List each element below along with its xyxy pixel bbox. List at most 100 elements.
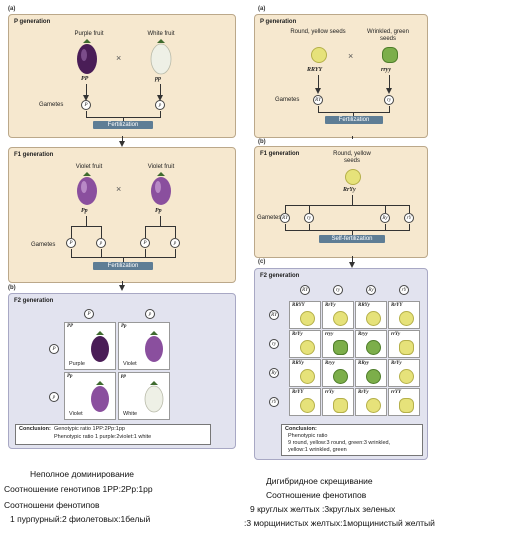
cell-genotype: pp — [121, 374, 126, 379]
cell-genotype: PP — [67, 324, 74, 329]
parent2-genotype: pp — [155, 76, 161, 82]
parent1-genotype: Pp — [81, 208, 88, 214]
violet-eggplant-icon — [91, 381, 109, 412]
violet-eggplant-icon — [145, 331, 163, 362]
round-yellow-pea-icon — [366, 311, 381, 326]
gamete-circle: p — [96, 238, 106, 248]
caption-right-ratio2: :3 морщинистых желтых:1морщинистый желты… — [244, 518, 435, 528]
gamete-circle: p — [49, 392, 59, 402]
round-yellow-pea-icon — [300, 311, 315, 326]
purple-eggplant-icon — [91, 331, 109, 362]
round-yellow-pea-icon — [366, 398, 381, 413]
caption-left-title: Неполное доминирование — [30, 469, 134, 479]
conclusion-title: Conclusion: — [19, 426, 51, 432]
white-eggplant-icon — [150, 39, 172, 75]
label-c-right: (c) — [258, 259, 266, 265]
wrinkled-yellow-pea-icon — [399, 398, 414, 413]
gamete-circle: P — [49, 344, 59, 354]
punnett-cell: Rryy — [355, 330, 387, 358]
parent-genotype: RrYy — [343, 187, 356, 193]
cell-genotype: RRYy — [358, 303, 370, 308]
punnett-cell: pp White — [118, 372, 170, 420]
gamete-circle: ry — [269, 339, 279, 349]
punnett-cell: RRYY — [289, 301, 321, 329]
wrinkled-green-pea-icon — [333, 340, 348, 355]
gamete-circle: RY — [313, 95, 323, 105]
cell-genotype: RrYy — [325, 303, 336, 308]
caption-left-genotypes: Соотношение генотипов 1PP:2Pp:1pp — [4, 484, 153, 494]
gamete-circle: rY — [404, 213, 414, 223]
cell-genotype: RrYY — [292, 390, 304, 395]
conclusion-phenotypic: Phenotypic ratio — [288, 433, 328, 439]
gamete-circle: p — [145, 309, 155, 319]
panel-title: F1 generation — [260, 151, 300, 157]
gamete-circle: Ry — [380, 213, 390, 223]
round-yellow-pea-icon — [300, 369, 315, 384]
cell-genotype: rryy — [325, 332, 334, 337]
punnett-cell: Pp Violet — [118, 322, 170, 370]
conclusion-box: Conclusion: Phenotypic ratio 9 round, ye… — [281, 424, 423, 456]
caption-left-phenotypes: Соотношени фенотипов — [4, 500, 100, 510]
punnett-cell: RRYy — [355, 301, 387, 329]
wrinkled-yellow-pea-icon — [399, 340, 414, 355]
cross-symbol: × — [348, 51, 354, 61]
parent1-label: Purple fruit — [74, 31, 104, 37]
gametes-label: Gametes — [31, 242, 56, 248]
conclusion-ratio-line2: yellow:1 wrinkled, green — [288, 447, 347, 453]
round-yellow-pea-icon — [399, 369, 414, 384]
f1-generation-panel: F1 generation Round, yellow seeds RrYy G… — [254, 146, 428, 258]
punnett-cell: Pp Violet — [64, 372, 116, 420]
parent2-label: Wrinkled, green seeds — [367, 29, 409, 42]
parent2-genotype: Pp — [155, 208, 162, 214]
panel-title: F2 generation — [14, 298, 54, 304]
fertilization-bar: Fertilization — [93, 121, 153, 129]
cell-phenotype: Violet — [123, 361, 137, 367]
round-green-pea-icon — [366, 369, 381, 384]
punnett-cell: RrYY — [289, 388, 321, 416]
gametes-label: Gametes — [39, 102, 64, 108]
parent2-label: White fruit — [147, 31, 175, 37]
parent2-genotype: rryy — [381, 67, 391, 73]
round-yellow-pea-icon — [333, 311, 348, 326]
punnett-cell: rrYY — [388, 388, 420, 416]
punnett-cell: Rryy — [322, 359, 354, 387]
punnett-cell: rrYy — [388, 330, 420, 358]
gamete-circle: ry — [304, 213, 314, 223]
cell-genotype: RRyy — [358, 361, 370, 366]
cell-genotype: rrYY — [391, 390, 401, 395]
conclusion-ratio-line1: 9 round, yellow:3 round, green:3 wrinkle… — [288, 440, 391, 446]
violet-eggplant-icon — [77, 172, 97, 205]
white-eggplant-icon — [144, 381, 164, 413]
gamete-circle: P — [66, 238, 76, 248]
cell-genotype: Pp — [67, 374, 73, 379]
parent2-label: Violet fruit — [147, 164, 175, 170]
label-a-left: (a) — [8, 6, 16, 12]
panel-title: P generation — [260, 19, 297, 25]
punnett-cell: RRYy — [289, 359, 321, 387]
punnett-cell: RRyy — [355, 359, 387, 387]
green-wrinkled-pea-icon — [382, 47, 398, 63]
self-fertilization-bar: Self-fertilization — [319, 235, 385, 243]
conclusion-title: Conclusion: — [285, 426, 317, 432]
gamete-circle: Ry — [269, 368, 279, 378]
purple-eggplant-icon — [77, 39, 97, 74]
parent1-genotype: PP — [81, 76, 89, 82]
cell-genotype: rrYy — [325, 390, 335, 395]
gamete-circle: RY — [269, 310, 279, 320]
cross-symbol: × — [116, 184, 122, 194]
round-green-pea-icon — [366, 340, 381, 355]
parent1-genotype: RRYY — [307, 67, 323, 73]
punnett-cell: RrYY — [388, 301, 420, 329]
gamete-circle: rY — [399, 285, 409, 295]
cell-phenotype: Violet — [69, 411, 83, 417]
gamete-circle: P — [140, 238, 150, 248]
gamete-circle: Ry — [366, 285, 376, 295]
gamete-circle: rY — [269, 397, 279, 407]
caption-right-phenotypes: Соотношение фенотипов — [266, 490, 367, 500]
punnett-cell: RrYy — [322, 301, 354, 329]
punnett-cell: rryy — [322, 330, 354, 358]
cell-genotype: RRYy — [292, 361, 304, 366]
gamete-circle: RY — [300, 285, 310, 295]
label-b-left: (b) — [8, 285, 16, 291]
caption-right-ratio1: 9 круглых желтых :3круглых зеленых — [250, 504, 396, 514]
